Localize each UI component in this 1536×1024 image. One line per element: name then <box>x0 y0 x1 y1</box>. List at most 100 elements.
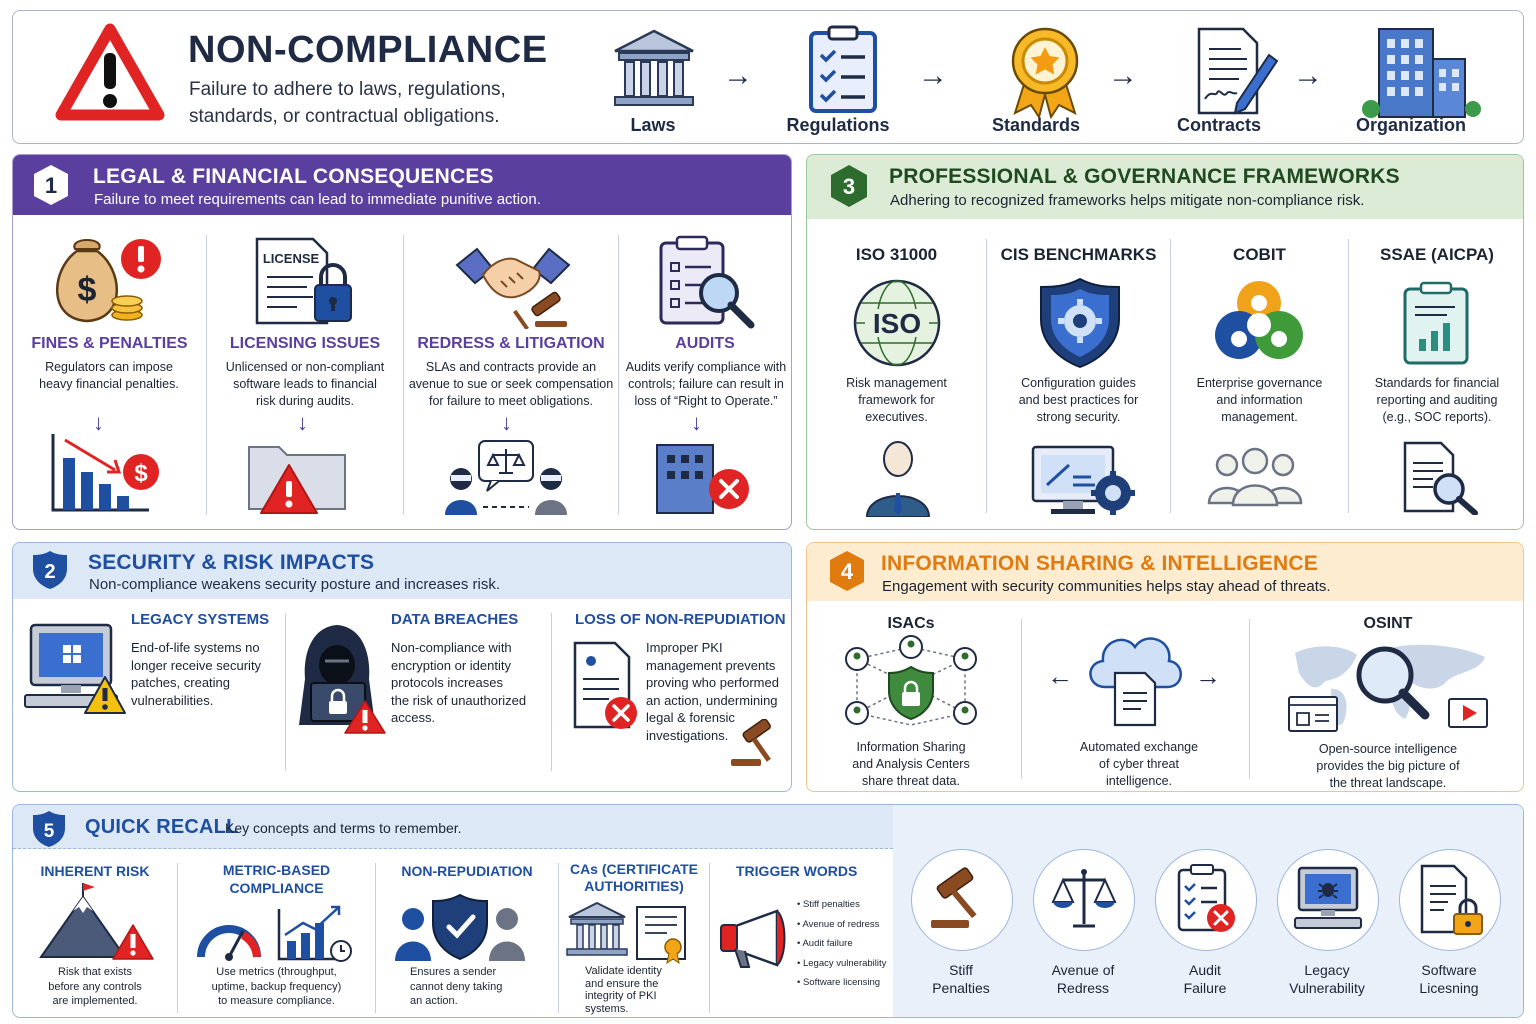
section-header: 5 QUICK RECALL Key concepts and terms to… <box>13 805 893 849</box>
network-shield-icon <box>845 635 977 726</box>
item-title: AUDITS <box>675 335 735 352</box>
signed-contract-icon <box>1197 27 1279 115</box>
section-header: 4 INFORMATION SHARING & INTELLIGENCE Eng… <box>807 543 1523 601</box>
report-chart-clipboard-icon <box>1403 281 1469 365</box>
section-title: QUICK RECALL <box>85 816 239 838</box>
recall-circle-legacy-vulnerability <box>1277 849 1379 951</box>
framework-title: ISO 31000 <box>855 245 938 264</box>
page-subtitle-line-2: standards, or contractual obligations. <box>189 106 500 127</box>
sharing-title: ISACs <box>887 615 935 632</box>
item-title: LICENSING ISSUES <box>229 335 381 352</box>
section-number: 4 <box>841 559 854 584</box>
section-number: 5 <box>44 821 55 842</box>
gauge-growth-chart-icon <box>197 905 352 962</box>
concept-title: TRIGGER WORDS <box>736 863 858 879</box>
money-bag-icon: $ <box>56 239 161 323</box>
section-header: 2 SECURITY & RISK IMPACTS Non-compliance… <box>13 543 791 599</box>
flow-label-laws: Laws <box>630 115 676 135</box>
configured-monitor-icon <box>1031 445 1135 515</box>
flow-arrow-icon: → <box>1108 59 1138 92</box>
flow-arrow-icon: → <box>723 59 753 92</box>
section-title: INFORMATION SHARING & INTELLIGENCE <box>881 552 1318 575</box>
section-information-sharing: 4 INFORMATION SHARING & INTELLIGENCE Eng… <box>806 542 1524 792</box>
section-number: 2 <box>44 561 55 583</box>
svg-text:$: $ <box>134 460 148 487</box>
flow-label-regulations: Regulations <box>786 115 890 135</box>
iso-globe-icon: ISO <box>853 279 941 367</box>
trigger-word: Audit failure <box>802 938 853 949</box>
section-number-badge: 1 <box>34 165 68 205</box>
hooded-hacker-icon <box>299 625 386 734</box>
section-security-risk: 2 SECURITY & RISK IMPACTS Non-compliance… <box>12 542 792 792</box>
license-document-icon: LICENSE <box>255 237 352 325</box>
recall-circle-software-licensing <box>1399 849 1501 951</box>
page-subtitle-line-1: Failure to adhere to laws, regulations, <box>189 79 506 100</box>
trigger-word: Legacy vulnerability <box>802 957 887 969</box>
trigger-word: Stiff penalties <box>802 899 860 910</box>
arrow-right-icon: → <box>1195 661 1221 691</box>
trigger-word: Software licensing <box>802 977 881 988</box>
flow-label-contracts: Contracts <box>1176 115 1261 135</box>
failed-checklist-icon <box>1177 864 1235 932</box>
framework-title: CIS BENCHMARKS <box>1000 245 1157 264</box>
warning-triangle-icon <box>55 23 165 121</box>
invalid-certificate-icon <box>573 641 637 729</box>
arrow-down-icon: ↓ <box>297 410 308 435</box>
section-number: 1 <box>45 173 57 198</box>
world-map-magnifier-icon <box>1288 644 1488 732</box>
iso-globe-text: ISO <box>873 308 921 339</box>
concept-desc: Use metrics (throughput,uptime, backup f… <box>211 966 342 1007</box>
page-title: NON-COMPLIANCE <box>188 29 548 71</box>
section-number: 3 <box>843 174 855 199</box>
section-subtitle: Adhering to recognized frameworks helps … <box>890 192 1365 209</box>
section-title: PROFESSIONAL & GOVERNANCE FRAMEWORKS <box>889 165 1400 188</box>
verified-sender-icon <box>395 893 525 961</box>
framework-title: SSAE (AICPA) <box>1380 245 1494 264</box>
gavel-icon <box>731 719 771 766</box>
section-subtitle: Engagement with security communities hel… <box>882 578 1331 595</box>
item-title: LEGACY SYSTEMS <box>131 611 270 628</box>
framework-title: COBIT <box>1233 245 1286 264</box>
section-number-badge: 2 <box>33 551 67 589</box>
section-header: 1 LEGAL & FINANCIAL CONSEQUENCES Failure… <box>13 155 791 215</box>
gavel-icon <box>931 867 977 928</box>
arrow-down-icon: ↓ <box>691 410 702 435</box>
recall-circle-audit-failure <box>1155 849 1257 951</box>
dispute-scales-icon <box>445 440 567 515</box>
section-quick-recall: 5 QUICK RECALL Key concepts and terms to… <box>12 804 1524 1018</box>
flow-arrow-icon: → <box>1293 59 1323 92</box>
office-buildings-icon <box>1362 28 1481 118</box>
scales-icon <box>1051 869 1117 928</box>
cloud-document-icon <box>1089 637 1182 727</box>
executive-person-icon <box>865 441 931 517</box>
section-subtitle: Non-compliance weakens security posture … <box>89 576 501 593</box>
section-number-badge: 4 <box>830 551 864 591</box>
section-legal-financial: 1 LEGAL & FINANCIAL CONSEQUENCES Failure… <box>12 154 792 530</box>
infected-computer-icon <box>1294 866 1362 929</box>
svg-text:$: $ <box>78 271 97 309</box>
section-title: SECURITY & RISK IMPACTS <box>88 551 375 574</box>
section-header: 3 PROFESSIONAL & GOVERNANCE FRAMEWORKS A… <box>807 155 1523 219</box>
flow-label-standards: Standards <box>991 115 1081 135</box>
